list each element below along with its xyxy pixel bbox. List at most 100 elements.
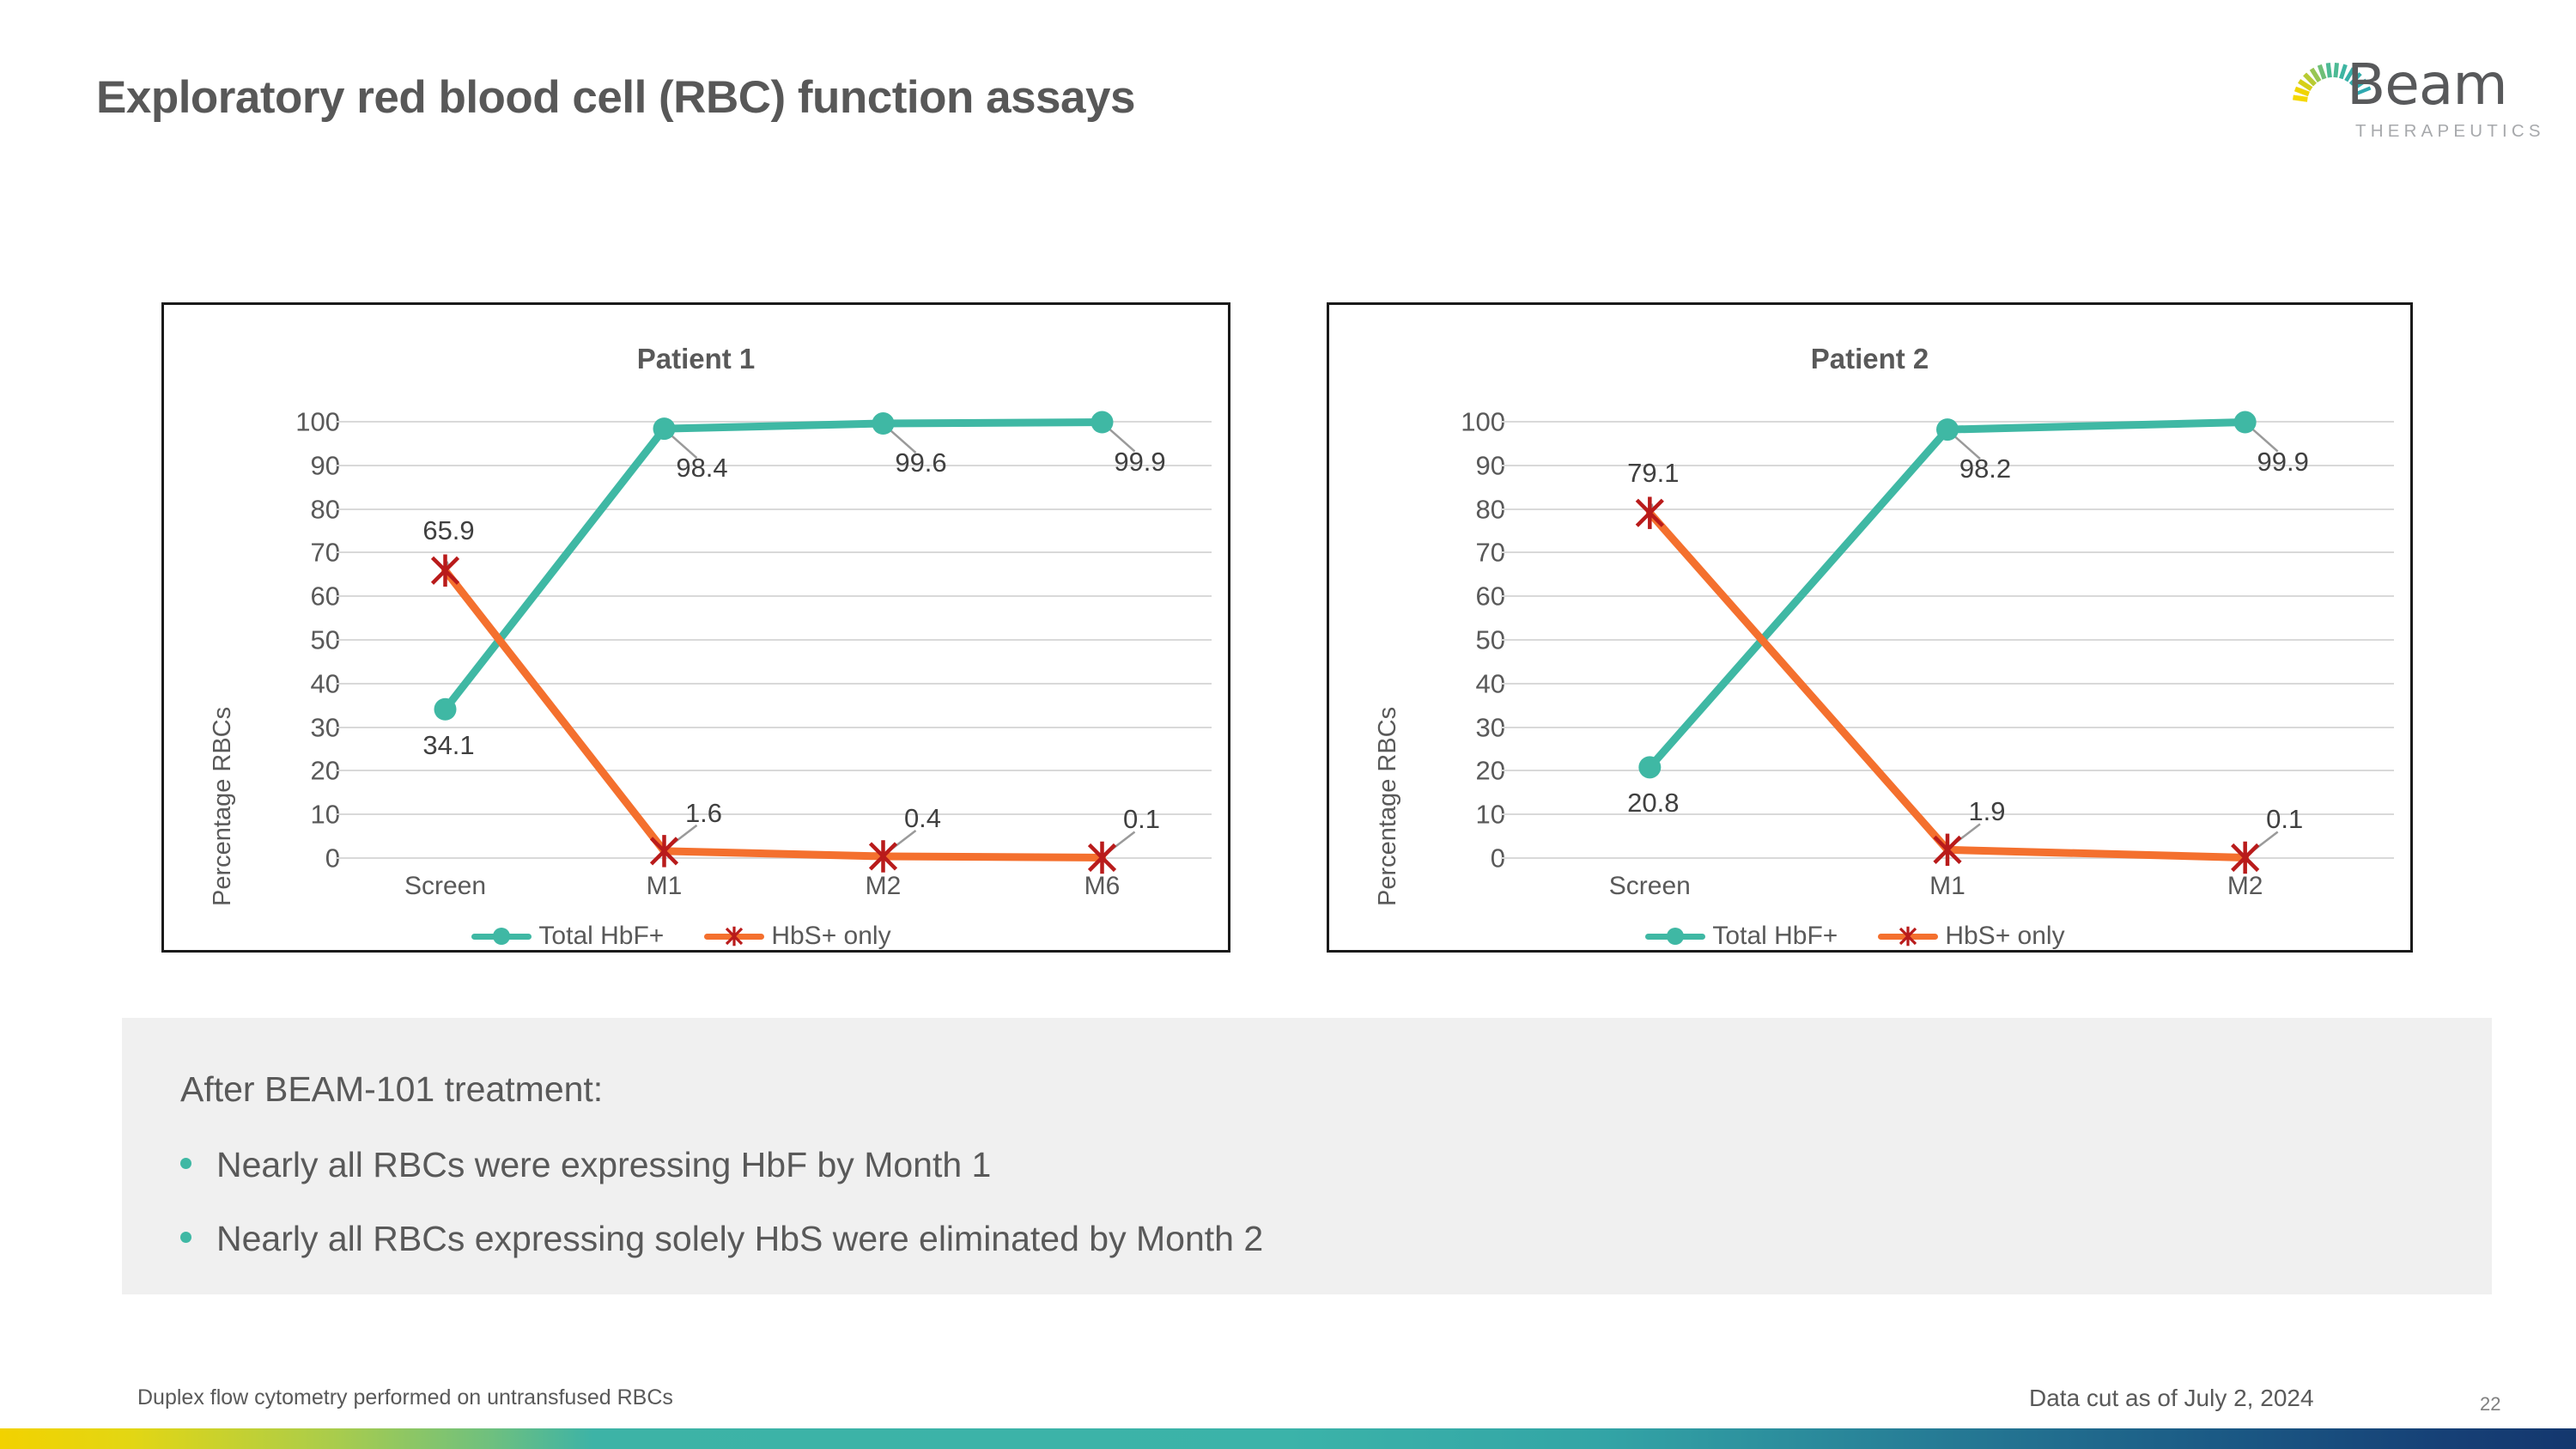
label-leader-line	[885, 426, 917, 454]
data-label: 65.9	[422, 515, 475, 546]
y-tick-label: 70	[1475, 537, 1505, 568]
y-tick-label: 40	[310, 668, 340, 699]
beam-logo: Beam THERAPEUTICS	[2280, 52, 2541, 148]
data-point-marker-circle	[1936, 418, 1959, 441]
page-title: Exploratory red blood cell (RBC) functio…	[96, 72, 1135, 123]
decorative-gradient-bar	[0, 1428, 2576, 1449]
gridline	[336, 551, 1212, 554]
x-tick-label: Screen	[404, 872, 487, 900]
gridline	[1501, 551, 2394, 554]
gridline	[1501, 639, 2394, 641]
legend-label: Total HbF+	[538, 922, 665, 950]
gridline	[336, 857, 1212, 859]
legend-swatch-icon	[471, 926, 532, 947]
bullet-text: Nearly all RBCs were expressing HbF by M…	[216, 1145, 992, 1184]
list-item: Nearly all RBCs expressing solely HbS we…	[180, 1219, 1263, 1259]
bullet-dot-icon	[180, 1158, 191, 1169]
chart-title-patient-2: Patient 2	[1810, 343, 1929, 374]
data-point-marker-x	[1635, 496, 1664, 529]
data-label: 0.1	[2266, 804, 2304, 835]
data-point-marker-x	[2231, 841, 2260, 874]
legend-item-hbs-only[interactable]: HbS+ only	[704, 922, 891, 951]
logo-rays-icon	[2293, 62, 2372, 102]
gridline	[1501, 813, 2394, 816]
data-label: 20.8	[1627, 788, 1680, 819]
gridline	[336, 508, 1212, 510]
label-leader-line	[1104, 424, 1136, 453]
data-label: 79.1	[1627, 458, 1680, 489]
legend-label: HbS+ only	[771, 922, 891, 950]
data-label: 99.9	[1114, 446, 1166, 477]
x-tick-label: M2	[2227, 872, 2263, 900]
plot-area-patient-2: 20.8 98.2 99.9 79.1 1.9 0.1	[1501, 411, 2394, 874]
gridline	[336, 421, 1212, 423]
y-tick-label: 100	[1461, 406, 1505, 437]
data-label: 1.9	[1968, 796, 2006, 827]
list-item: Nearly all RBCs were expressing HbF by M…	[180, 1145, 991, 1185]
y-tick-label: 70	[310, 537, 340, 568]
data-label: 98.2	[1959, 454, 2012, 484]
gridline	[336, 726, 1212, 728]
label-leader-line	[2247, 424, 2279, 453]
y-tick-label: 80	[1475, 494, 1505, 525]
gridline	[336, 595, 1212, 598]
data-label: 34.1	[422, 729, 475, 760]
bullet-dot-icon	[180, 1232, 191, 1243]
footnote-right: Data cut as of July 2, 2024	[2029, 1385, 2314, 1411]
data-point-marker-x	[868, 840, 898, 873]
label-leader-line	[666, 431, 698, 460]
legend-label: Total HbF+	[1712, 922, 1838, 950]
x-tick-label: M6	[1084, 872, 1121, 900]
series-lines	[1635, 411, 2279, 874]
y-tick-label: 40	[1475, 668, 1505, 699]
gridline	[1501, 464, 2394, 466]
data-point-marker-x	[1087, 841, 1117, 874]
legend-item-total-hbf[interactable]: Total HbF+	[471, 922, 664, 951]
data-point-marker-x	[649, 835, 679, 868]
legend-swatch-icon	[1878, 926, 1939, 947]
y-tick-label: 20	[310, 755, 340, 786]
y-tick-label: 10	[1475, 799, 1505, 830]
legend-item-hbs-only[interactable]: HbS+ only	[1878, 922, 2065, 951]
data-label: 99.6	[895, 447, 947, 478]
y-tick-label: 60	[310, 581, 340, 612]
x-tick-label: M2	[865, 872, 902, 900]
data-point-marker-x	[1933, 833, 1962, 867]
x-tick-label: Screen	[1608, 872, 1691, 900]
data-label: 99.9	[2257, 446, 2309, 477]
y-tick-label: 100	[295, 406, 340, 437]
gridline	[336, 682, 1212, 685]
y-tick-label: 20	[1475, 755, 1505, 786]
y-tick-label: 30	[310, 712, 340, 743]
footnote-left: Duplex flow cytometry performed on untra…	[137, 1385, 673, 1409]
series-line-hbs	[1645, 508, 2250, 861]
series-lines	[430, 411, 1136, 874]
series-line-hbf	[1645, 418, 2250, 771]
y-tick-label: 30	[1475, 712, 1505, 743]
y-tick-label: 50	[1475, 624, 1505, 655]
x-tick-label: M1	[1929, 872, 1965, 900]
data-point-marker-x	[430, 554, 460, 587]
logo-tagline: THERAPEUTICS	[2355, 121, 2545, 141]
legend-swatch-icon	[1645, 926, 1706, 947]
gridline	[336, 639, 1212, 641]
y-tick-label: 0	[1490, 843, 1505, 874]
data-label: 0.4	[903, 802, 942, 833]
data-point-marker-circle	[872, 412, 895, 435]
logo-wordmark: Beam	[2347, 52, 2508, 118]
page-number: 22	[2480, 1393, 2501, 1415]
legend-patient-2: Total HbF+ HbS+ only	[1329, 922, 2410, 951]
y-tick-label: 60	[1475, 581, 1505, 612]
y-tick-label: 50	[310, 624, 340, 655]
data-point-marker-circle	[653, 417, 676, 441]
gridline	[336, 770, 1212, 772]
bullet-text: Nearly all RBCs expressing solely HbS we…	[216, 1219, 1264, 1258]
data-label: 1.6	[684, 797, 723, 828]
data-point-marker-circle	[1638, 756, 1662, 779]
legend-label: HbS+ only	[1945, 922, 2065, 950]
legend-item-total-hbf[interactable]: Total HbF+	[1645, 922, 1838, 951]
series-line-hbs	[441, 566, 1106, 861]
data-point-marker-circle	[434, 697, 457, 721]
